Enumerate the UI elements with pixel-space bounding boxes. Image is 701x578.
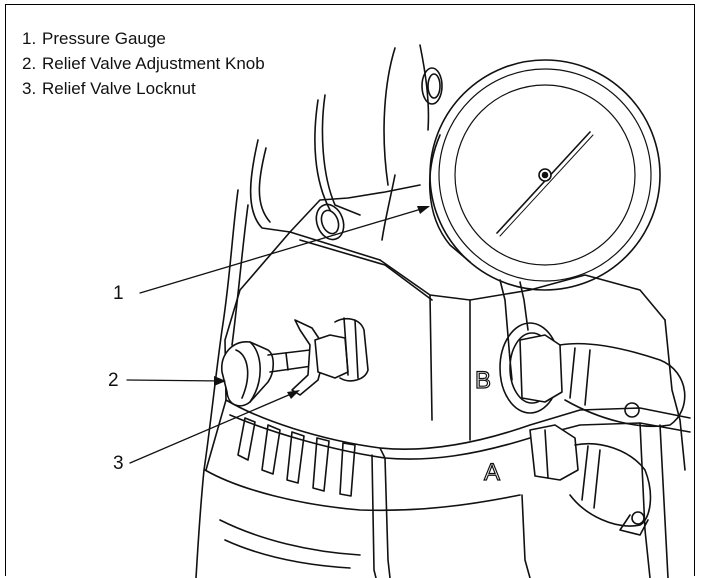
pressure-gauge xyxy=(428,59,661,381)
relief-valve xyxy=(221,317,369,407)
coupler-a xyxy=(529,424,652,536)
figure-frame xyxy=(5,4,695,576)
callout-arrowheads xyxy=(214,206,430,399)
legend-item: 2. Relief Valve Adjustment Knob xyxy=(22,51,265,76)
housing-port xyxy=(315,203,345,241)
callout-3: 3 xyxy=(113,453,124,474)
callout-2: 2 xyxy=(108,370,119,391)
port-label-b: B xyxy=(474,366,492,394)
legend-number: 1. xyxy=(22,29,37,48)
port-label-a: A xyxy=(483,458,501,486)
coupler-b xyxy=(499,322,686,428)
legend-item: 1. Pressure Gauge xyxy=(22,26,265,51)
callout-leaders xyxy=(126,206,429,464)
legend-text: Pressure Gauge xyxy=(42,29,166,48)
legend-text: Relief Valve Locknut xyxy=(42,79,196,98)
legend-number: 3. xyxy=(22,79,37,98)
parts-legend: 1. Pressure Gauge 2. Relief Valve Adjust… xyxy=(22,26,265,101)
legend-item: 3. Relief Valve Locknut xyxy=(22,76,265,101)
legend-number: 2. xyxy=(22,54,37,73)
top-fitting xyxy=(421,67,443,105)
housing-outline xyxy=(195,44,691,578)
callout-1: 1 xyxy=(113,283,124,304)
legend-text: Relief Valve Adjustment Knob xyxy=(42,54,265,73)
cooling-vents xyxy=(237,417,356,497)
